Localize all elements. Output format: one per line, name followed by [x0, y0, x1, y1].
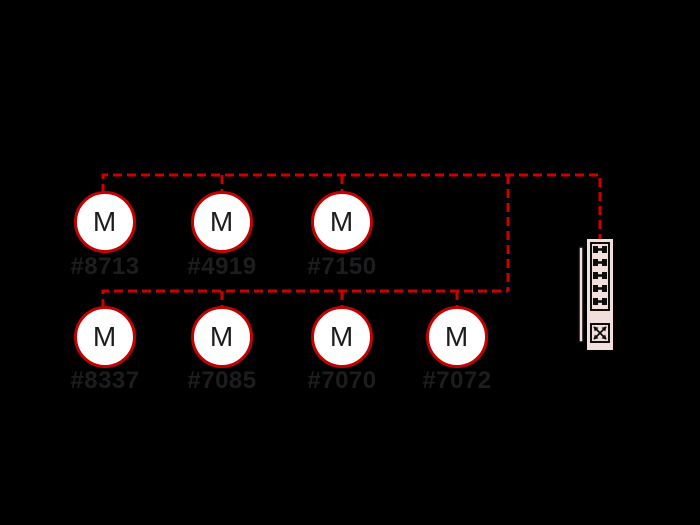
switch-ports	[593, 246, 607, 305]
motor-circle: M	[73, 305, 136, 368]
motor-id-label: #7070	[307, 367, 377, 394]
motor-id-label: #7085	[187, 367, 257, 394]
motor-circle: M	[190, 190, 253, 253]
motor-circle: M	[190, 305, 253, 368]
ethernet-switch-icon	[578, 239, 613, 350]
motor-id-label: #7072	[422, 367, 492, 394]
motor-symbol: M	[444, 320, 469, 352]
motor-id-label: #4919	[187, 253, 257, 280]
switch-crossover-icon	[590, 323, 610, 343]
motor-id-label: #7150	[307, 253, 377, 280]
motor-circle: M	[425, 305, 488, 368]
motor-symbol: M	[209, 320, 234, 352]
motor-symbol: M	[92, 320, 117, 352]
motor-circle: M	[310, 305, 373, 368]
switch-side-plate	[578, 246, 584, 343]
motor-symbol: M	[209, 205, 234, 237]
motor-circle: M	[73, 190, 136, 253]
motor-id-label: #8337	[70, 367, 140, 394]
motor-circle: M	[310, 190, 373, 253]
bus-wire-bottom	[101, 289, 508, 308]
motor-id-label: #8713	[70, 253, 140, 280]
bus-wire-top	[101, 173, 602, 244]
motor-symbol: M	[329, 320, 354, 352]
motor-symbol: M	[92, 205, 117, 237]
motor-symbol: M	[329, 205, 354, 237]
